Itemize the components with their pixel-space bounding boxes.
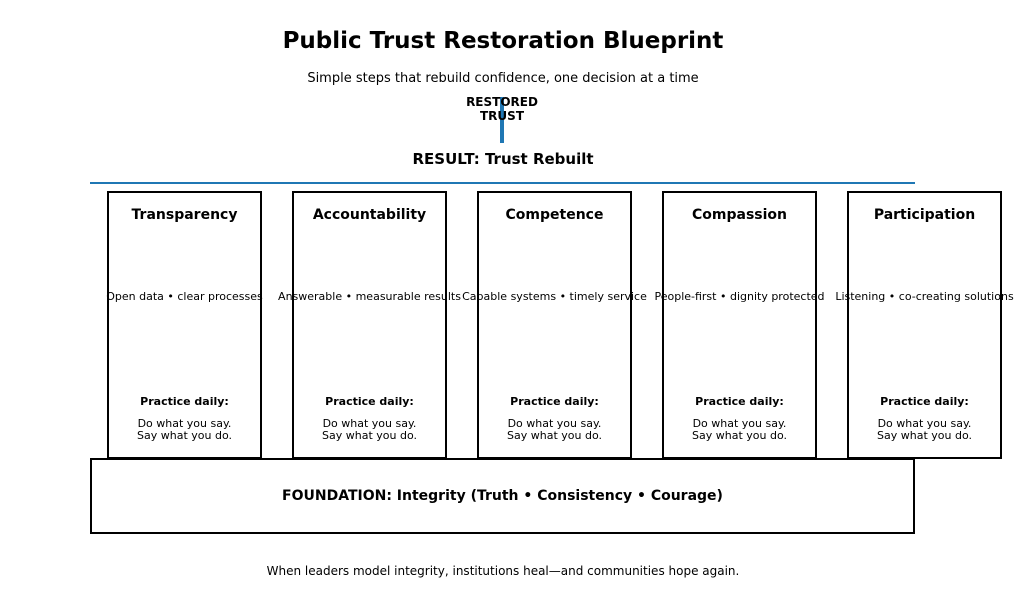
pillar-title: Accountability — [312, 207, 427, 223]
pillar-description: Open data • clear processes — [106, 290, 263, 303]
pillar-description: Listening • co-creating solutions — [835, 290, 1014, 303]
pillar-title: Transparency — [131, 207, 238, 223]
up-arrow-icon — [500, 97, 504, 143]
pillar-practice-text: Do what you say. Say what you do. — [137, 417, 232, 442]
pillar-compassion: Compassion People-first • dignity protec… — [654, 191, 825, 459]
pillar-practice-label: Practice daily: — [880, 395, 969, 408]
pillar-practice-text: Do what you say. Say what you do. — [877, 417, 972, 442]
diagram-title: Public Trust Restoration Blueprint — [282, 28, 724, 54]
pillar-title: Participation — [873, 207, 976, 223]
pillar-description: Answerable • measurable results — [278, 290, 461, 303]
pillar-practice-text: Do what you say. Say what you do. — [507, 417, 602, 442]
pillar-practice-text: Do what you say. Say what you do. — [322, 417, 417, 442]
roof-line — [90, 182, 915, 184]
pillar-transparency: Transparency Open data • clear processes… — [106, 191, 263, 459]
apex-label: RESTORED TRUST — [466, 95, 538, 123]
pillar-practice-label: Practice daily: — [695, 395, 784, 408]
pillar-competence: Competence Capable systems • timely serv… — [462, 191, 647, 459]
diagram-subtitle: Simple steps that rebuild confidence, on… — [307, 71, 699, 86]
pillar-participation: Participation Listening • co-creating so… — [835, 191, 1014, 459]
pillar-title: Compassion — [692, 207, 787, 223]
pillar-practice-label: Practice daily: — [510, 395, 599, 408]
foundation-block: FOUNDATION: Integrity (Truth • Consisten… — [90, 458, 915, 534]
pillar-description: Capable systems • timely service — [462, 290, 647, 303]
pillar-practice-text: Do what you say. Say what you do. — [692, 417, 787, 442]
pillar-accountability: Accountability Answerable • measurable r… — [278, 191, 461, 459]
footer-caption: When leaders model integrity, institutio… — [266, 564, 740, 578]
pillar-practice-label: Practice daily: — [140, 395, 229, 408]
result-heading: RESULT: Trust Rebuilt — [412, 150, 594, 168]
pillar-practice-label: Practice daily: — [325, 395, 414, 408]
pillar-title: Competence — [505, 207, 604, 223]
pillar-description: People-first • dignity protected — [654, 290, 825, 303]
foundation-label: FOUNDATION: Integrity (Truth • Consisten… — [282, 488, 723, 504]
